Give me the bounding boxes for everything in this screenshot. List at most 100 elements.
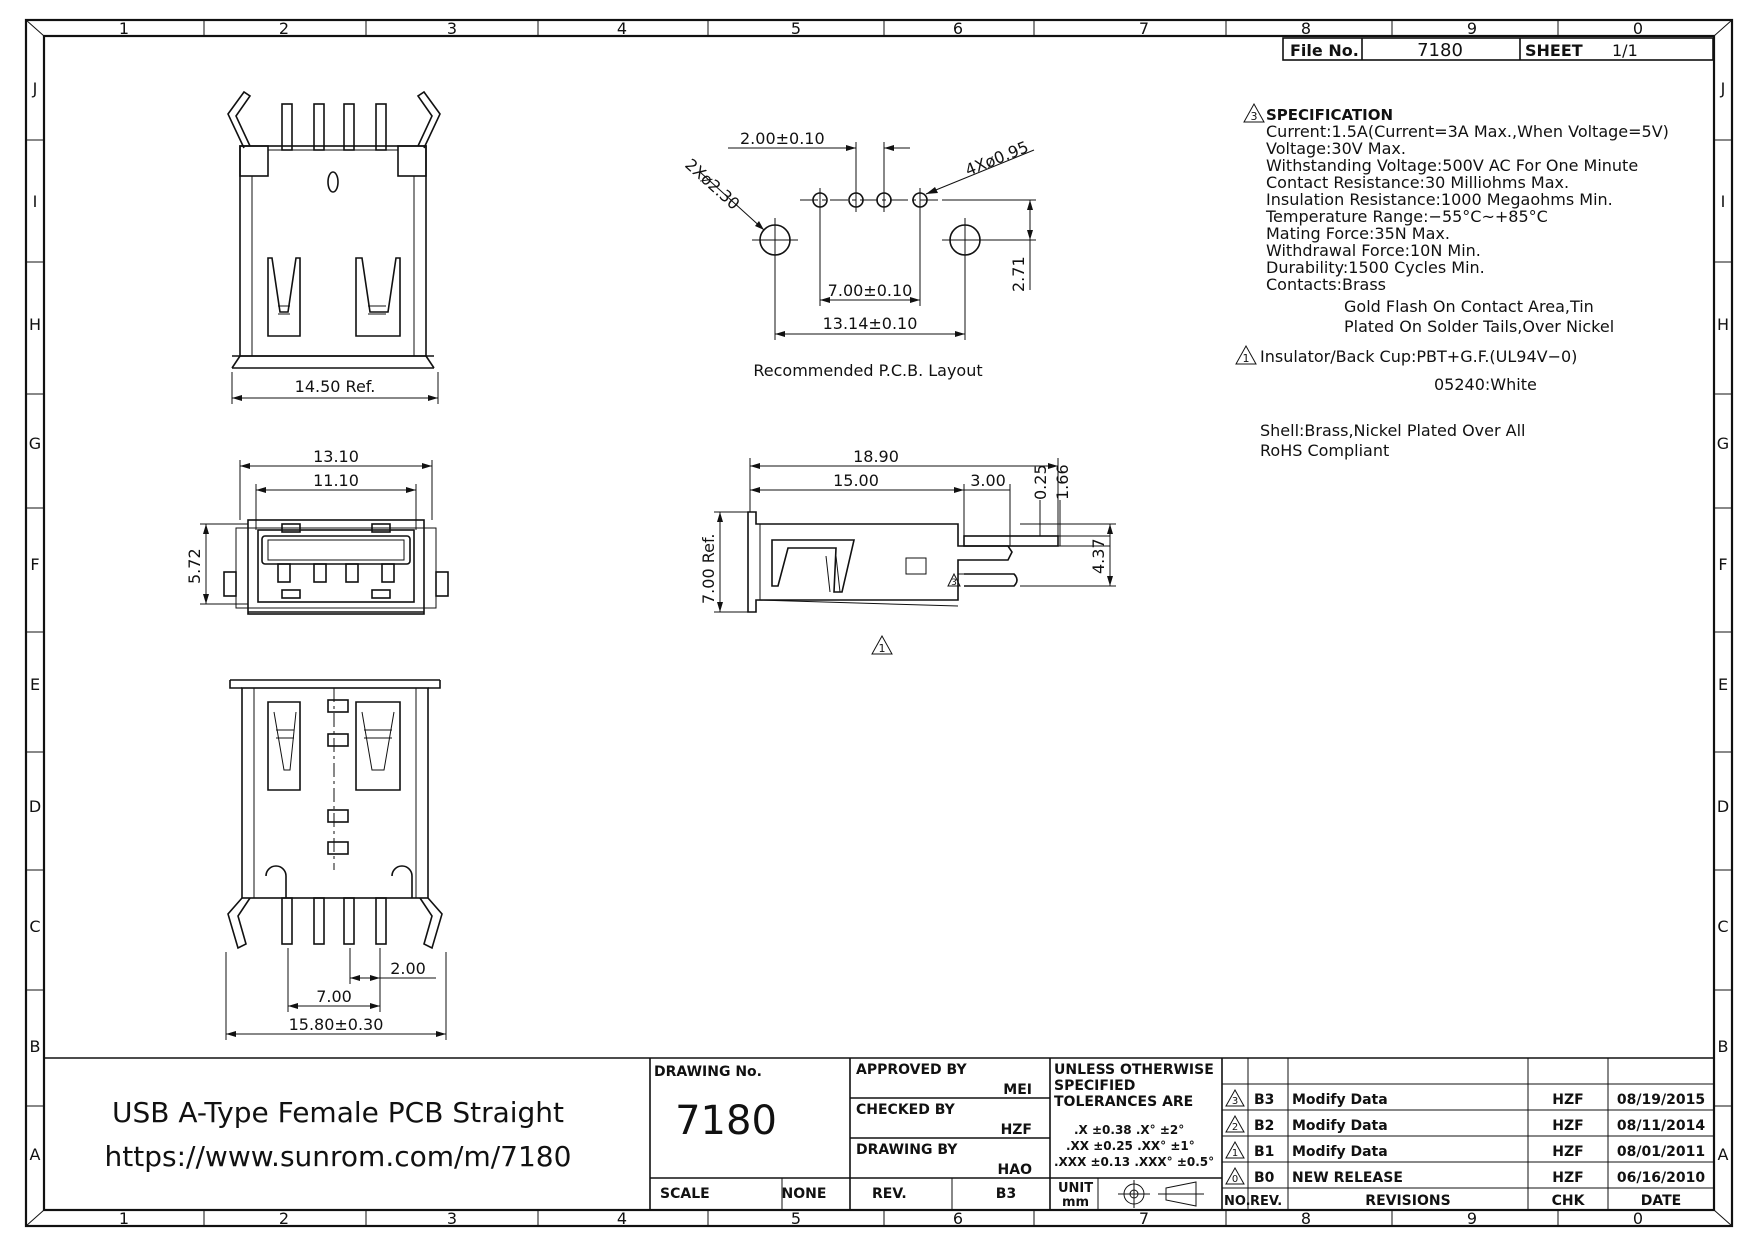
zone-row-left: H [29,315,41,334]
unit-label: UNIT [1058,1181,1093,1196]
zone-col-bottom: 7 [1139,1209,1149,1228]
spec-line: Voltage:30V Max. [1266,139,1406,158]
revision-date: 08/19/2015 [1617,1092,1705,1108]
spec-line: Current:1.5A(Current=3A Max.,When Voltag… [1266,122,1669,141]
spec-shell: Shell:Brass,Nickel Plated Over All [1260,421,1525,440]
zone-row-right: H [1717,315,1729,334]
spec-insulator: Insulator/Back Cup:PBT+G.F.(UL94V−0) [1260,347,1577,366]
zone-col-top: 2 [279,19,289,38]
unit-value: mm [1062,1195,1089,1210]
zone-row-left: I [33,192,38,211]
file-number-header: File No. 7180 SHEET 1/1 [1282,37,1714,61]
zone-row-right: J [1720,79,1726,98]
projection-symbol-icon [1118,1180,1204,1208]
drawn-value: HAO [998,1162,1033,1178]
revision-chk: HZF [1552,1118,1583,1134]
zone-row-left: C [29,917,40,936]
tolerance-heading: SPECIFIED [1054,1078,1135,1094]
sheet-label: SHEET [1525,41,1583,60]
dim-front-outer: 13.10 [313,447,359,466]
dim-front-height: 5.72 [185,548,204,584]
zone-col-top: 4 [617,19,627,38]
revision-chk: HZF [1552,1170,1583,1186]
spec-line: Mating Force:35N Max. [1266,224,1450,243]
zone-row-right: B [1718,1037,1729,1056]
zone-col-bottom: 4 [617,1209,627,1228]
revisions-col-no: NO. [1224,1194,1251,1209]
dim-bottom-inner: 7.00 [316,987,352,1006]
checked-label: CHECKED BY [856,1102,956,1118]
side-view: 3 18.90 15.00 3.00 0.25 1.66 4.37 7.0 [699,447,1116,655]
zone-col-top: 7 [1139,19,1149,38]
revision-no: 3 [1232,1096,1238,1107]
dim-bottom-pitch: 2.00 [390,959,426,978]
zone-col-top: 3 [447,19,457,38]
zone-col-bottom: 9 [1467,1209,1477,1228]
dim-pcb-outer: 13.14±0.10 [823,314,918,333]
revisions-col-desc: REVISIONS [1365,1193,1450,1209]
dim-side-length: 18.90 [853,447,899,466]
scale-label: SCALE [660,1186,710,1202]
zone-row-right: A [1718,1145,1729,1164]
rev-mark-spec: 3 [1251,110,1258,123]
revision-desc: Modify Data [1292,1092,1388,1108]
dim-bottom-outer: 15.80±0.30 [289,1015,384,1034]
approved-label: APPROVED BY [856,1062,967,1078]
bottom-view: 2.00 7.00 15.80±0.30 [225,679,447,1040]
spec-contacts-detail: Gold Flash On Contact Area,Tin [1344,297,1594,316]
revision-no: 0 [1232,1174,1238,1185]
dim-pcb-inner: 7.00±0.10 [828,281,913,300]
dim-side-height: 7.00 Ref. [699,533,718,604]
zone-col-top: 6 [953,19,963,38]
pcb-layout-caption: Recommended P.C.B. Layout [753,361,982,380]
spec-line: Durability:1500 Cycles Min. [1266,258,1485,277]
zone-row-left: F [30,555,39,574]
top-view: 14.50 Ref. [227,90,441,404]
drawn-label: DRAWING BY [856,1142,958,1158]
tolerance-row: .XX ±0.25 .XX° ±1° [1066,1139,1195,1153]
spec-line: Temperature Range:−55°C~+85°C [1265,207,1548,226]
rev-mark-below: 1 [879,642,886,655]
front-view: 13.10 11.10 5.72 [185,447,449,615]
rev-label: REV. [872,1186,907,1202]
drawing-no-value: 7180 [675,1098,777,1144]
zone-row-right: E [1718,675,1728,694]
zone-row-left: A [30,1145,41,1164]
revision-no: 1 [1232,1148,1238,1159]
zone-col-bottom: 6 [953,1209,963,1228]
dim-front-inner: 11.10 [313,471,359,490]
zone-col-top: 9 [1467,19,1477,38]
spec-line: Contact Resistance:30 Milliohms Max. [1266,173,1569,192]
zone-col-bottom: 8 [1301,1209,1311,1228]
dim-pcb-mount-hole: 2Xø2.30 [681,155,743,214]
tolerance-heading: UNLESS OTHERWISE [1054,1062,1214,1078]
zone-row-right: F [1718,555,1727,574]
zone-col-bottom: 3 [447,1209,457,1228]
zone-row-right: G [1717,434,1729,453]
revision-no: 2 [1232,1122,1238,1133]
revisions-col-rev: REV. [1250,1194,1282,1209]
spec-line: Contacts:Brass [1266,275,1386,294]
zone-col-bottom: 5 [791,1209,801,1228]
zone-col-bottom: 2 [279,1209,289,1228]
revision-date: 08/11/2014 [1617,1118,1705,1134]
drawing-frame [24,18,1734,1228]
dim-pcb-vertical: 2.71 [1009,256,1028,292]
zone-row-left: B [30,1037,41,1056]
tolerance-row: .X ±0.38 .X° ±2° [1074,1123,1184,1137]
revision-date: 06/16/2010 [1617,1170,1705,1186]
revision-desc: Modify Data [1292,1144,1388,1160]
product-title: USB A-Type Female PCB Straight [112,1096,564,1129]
zone-row-left: G [29,434,41,453]
revision-chk: HZF [1552,1092,1583,1108]
approved-value: MEI [1003,1082,1032,1098]
spec-line: Withstanding Voltage:500V AC For One Min… [1266,156,1638,175]
spec-line: Insulation Resistance:1000 Megaohms Min. [1266,190,1613,209]
product-url: https://www.sunrom.com/m/7180 [105,1140,572,1173]
dim-pcb-pitch: 2.00±0.10 [740,129,825,148]
spec-line: Withdrawal Force:10N Min. [1266,241,1481,260]
zone-col-bottom: 0 [1633,1209,1643,1228]
scale-value: NONE [782,1186,827,1202]
spec-rohs: RoHS Compliant [1260,441,1389,460]
